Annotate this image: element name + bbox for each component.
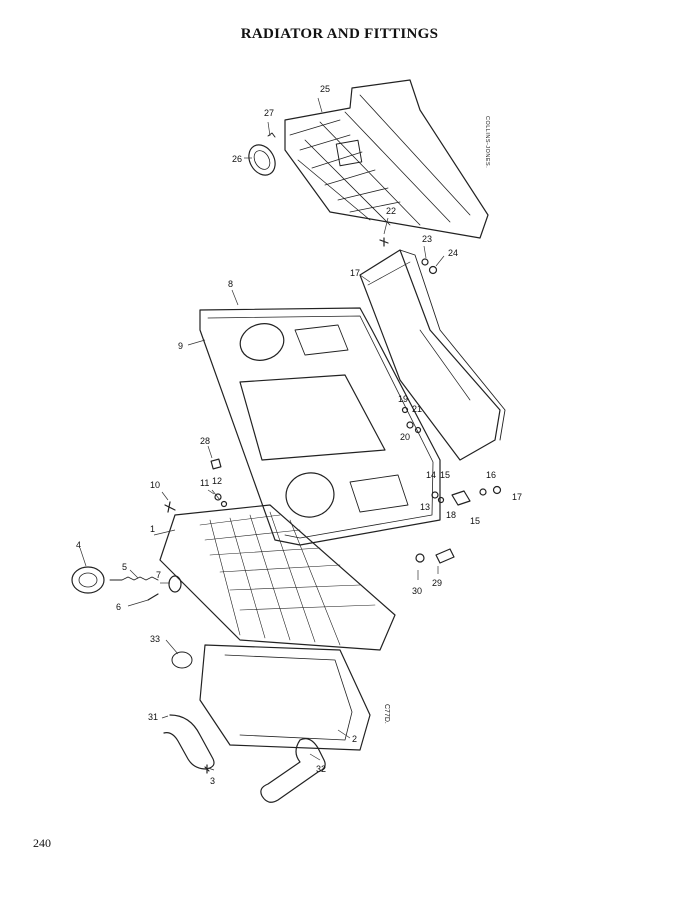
callout-label: 25 bbox=[320, 84, 330, 94]
radiator-core-illustration bbox=[159, 504, 396, 651]
grille-illustration bbox=[284, 79, 489, 239]
top-hose-illustration bbox=[163, 714, 215, 770]
callout-label: 32 bbox=[316, 764, 326, 774]
callout-label: 5 bbox=[122, 562, 127, 572]
callout-label: 2 bbox=[352, 734, 357, 744]
badge-illustration bbox=[248, 144, 276, 176]
callout-label: 16 bbox=[486, 470, 496, 480]
callout-label: 11 bbox=[200, 478, 209, 488]
callout-label: 26 bbox=[232, 154, 242, 164]
callout-label: 19 bbox=[398, 394, 408, 404]
callout-label: 18 bbox=[446, 510, 456, 520]
callout-label: 31 bbox=[148, 712, 158, 722]
callout-label: 14 bbox=[426, 470, 436, 480]
callout-label: 33 bbox=[150, 634, 160, 644]
callout-label: 21 bbox=[412, 404, 422, 414]
callout-label: 15 bbox=[470, 516, 480, 526]
callout-label: 23 bbox=[422, 234, 432, 244]
filler-cap-illustration bbox=[71, 566, 105, 594]
callout-label: 12 bbox=[212, 476, 222, 486]
callout-label: 22 bbox=[386, 206, 396, 216]
callout-label: 30 bbox=[412, 586, 422, 596]
callout-label: 28 bbox=[200, 436, 210, 446]
callout-label: 17 bbox=[512, 492, 522, 502]
bottom-hose-illustration bbox=[260, 738, 326, 803]
fan-cowl-illustration bbox=[199, 644, 371, 751]
callout-label: 17 bbox=[350, 268, 360, 278]
callout-label: 7 bbox=[156, 570, 161, 580]
radiator-cowl-illustration bbox=[199, 307, 441, 546]
callout-label: 10 bbox=[150, 480, 160, 490]
callout-label: 1 bbox=[150, 524, 155, 534]
callout-label: 24 bbox=[448, 248, 458, 258]
callout-label: 20 bbox=[400, 432, 410, 442]
callout-label: 29 bbox=[432, 578, 442, 588]
callout-label: 8 bbox=[228, 279, 233, 289]
page-number: 240 bbox=[33, 836, 51, 850]
callout-label: 15 bbox=[440, 470, 450, 480]
callout-label: 3 bbox=[210, 776, 215, 786]
callout-label: 4 bbox=[76, 540, 81, 550]
callout-label: 27 bbox=[264, 108, 274, 118]
page-title: RADIATOR AND FITTINGS bbox=[240, 26, 439, 42]
lower-panel-illustration bbox=[359, 249, 506, 461]
callout-label: 9 bbox=[178, 341, 183, 351]
callout-label: 6 bbox=[116, 602, 121, 612]
callout-label: 13 bbox=[420, 502, 430, 512]
